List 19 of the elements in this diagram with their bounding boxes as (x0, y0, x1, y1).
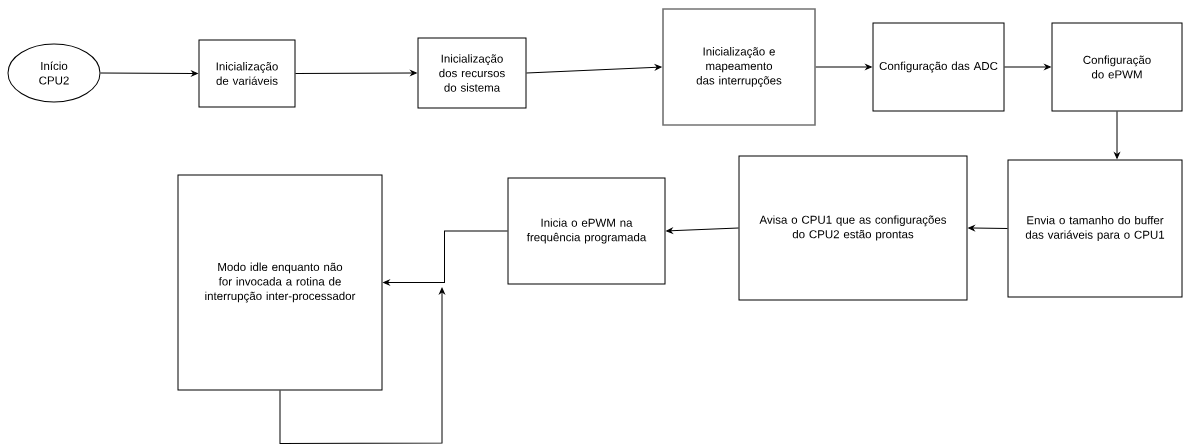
arrow (968, 225, 1008, 231)
process-box: Inicialização e mapeamento das interrupções (662, 8, 816, 126)
process-box: Configuração do ePWM (1051, 22, 1183, 112)
arrow (1004, 64, 1051, 70)
arrow (526, 64, 662, 74)
process-box: Inicialização dos recursos do sistema (417, 37, 527, 109)
arrow (1114, 111, 1120, 159)
process-box: Avisa o CPU1 que as configurações do CPU2 estão prontas (738, 155, 968, 301)
process-box: Envia o tamanho do buffer das variáveis para o CPU1 (1007, 159, 1183, 298)
arrow (100, 70, 198, 77)
arrow (383, 230, 508, 286)
process-box: Inicialização de variáveis (198, 39, 296, 108)
arrow (666, 227, 739, 234)
arrow (279, 287, 445, 444)
arrow (295, 70, 417, 76)
arrow (815, 64, 872, 70)
process-box: Configuração das ADC (872, 22, 1005, 112)
process-box: Inicia o ePWM na frequência programada (507, 177, 666, 285)
process-box: Modo idle enquanto não for invocada a rotina de interrupção inter-processador (177, 174, 383, 391)
